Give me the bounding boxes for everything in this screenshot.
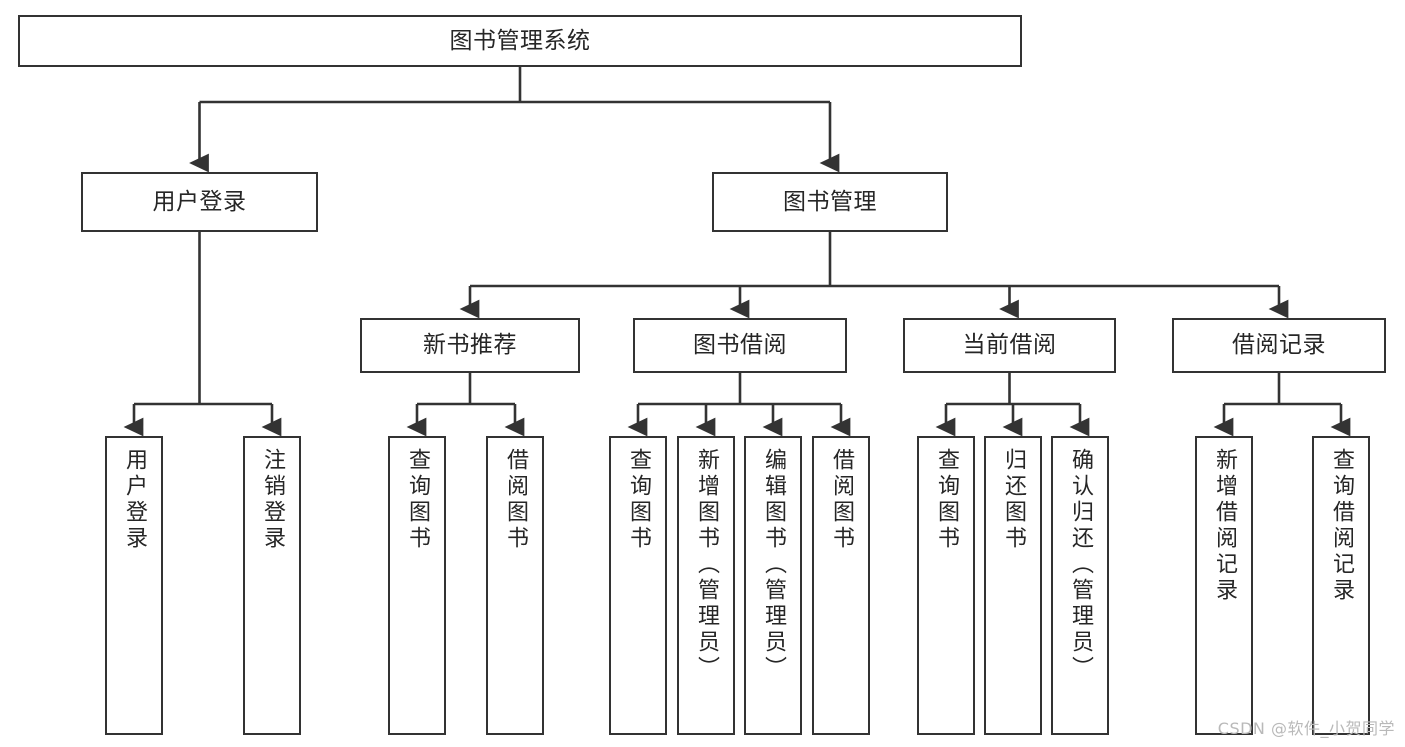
node-leaf6[interactable]: 新增图书（管理员）	[677, 436, 735, 735]
node-leaf10[interactable]: 归还图书	[984, 436, 1042, 735]
node-label: 编辑图书（管理员）	[761, 448, 786, 682]
node-label: 查询图书	[626, 448, 651, 552]
node-label: 借阅记录	[1232, 332, 1326, 359]
node-label: 新增图书（管理员）	[694, 448, 719, 682]
node-leaf8[interactable]: 借阅图书	[812, 436, 870, 735]
node-label: 新书推荐	[423, 332, 517, 359]
csdn-watermark: CSDN @软件_小贺同学	[1217, 719, 1395, 738]
node-leaf9[interactable]: 查询图书	[917, 436, 975, 735]
node-leaf2[interactable]: 注销登录	[243, 436, 301, 735]
node-leaf13[interactable]: 查询借阅记录	[1312, 436, 1370, 735]
node-label: 借阅图书	[829, 448, 854, 552]
node-label: 用户登录	[122, 448, 147, 552]
node-label: 用户登录	[152, 188, 247, 215]
node-newrec[interactable]: 新书推荐	[360, 318, 580, 373]
node-label: 图书管理系统	[449, 27, 591, 54]
node-label: 借阅图书	[503, 448, 528, 552]
node-label: 当前借阅	[962, 332, 1057, 359]
node-label: 归还图书	[1001, 448, 1026, 552]
node-label: 查询借阅记录	[1329, 448, 1354, 604]
node-login[interactable]: 用户登录	[81, 172, 318, 232]
node-current[interactable]: 当前借阅	[903, 318, 1116, 373]
node-label: 查询图书	[405, 448, 430, 552]
node-label: 图书管理	[783, 188, 877, 215]
node-bookmgmt[interactable]: 图书管理	[712, 172, 948, 232]
node-leaf4[interactable]: 借阅图书	[486, 436, 544, 735]
node-label: 新增借阅记录	[1212, 448, 1237, 604]
node-label: 确认归还（管理员）	[1068, 448, 1093, 682]
node-leaf1[interactable]: 用户登录	[105, 436, 163, 735]
node-borrow[interactable]: 图书借阅	[633, 318, 847, 373]
node-leaf11[interactable]: 确认归还（管理员）	[1051, 436, 1109, 735]
node-leaf12[interactable]: 新增借阅记录	[1195, 436, 1253, 735]
node-leaf3[interactable]: 查询图书	[388, 436, 446, 735]
node-leaf7[interactable]: 编辑图书（管理员）	[744, 436, 802, 735]
node-label: 查询图书	[934, 448, 959, 552]
node-label: 图书借阅	[693, 332, 787, 359]
node-leaf5[interactable]: 查询图书	[609, 436, 667, 735]
node-label: 注销登录	[260, 448, 285, 552]
node-records[interactable]: 借阅记录	[1172, 318, 1386, 373]
node-root[interactable]: 图书管理系统	[18, 15, 1022, 67]
